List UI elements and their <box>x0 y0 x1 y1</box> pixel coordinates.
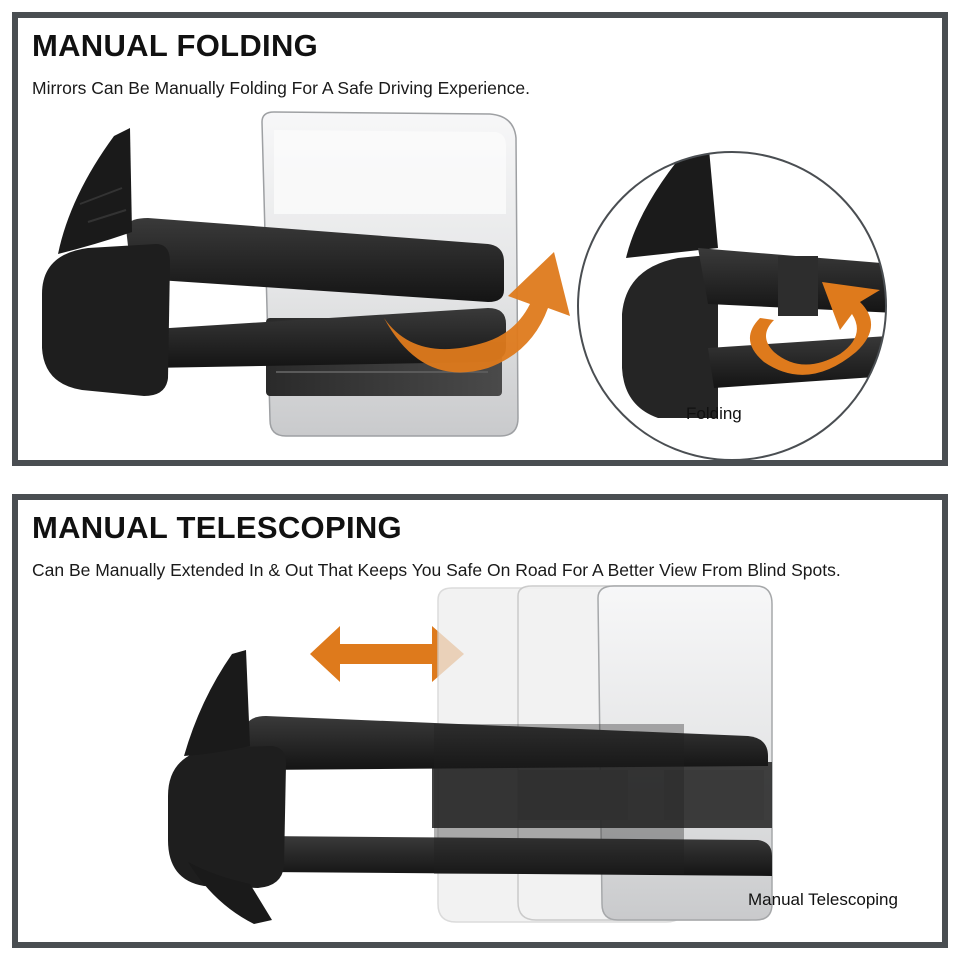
telescoping-mirror-image <box>168 585 773 924</box>
tow-mirror-image <box>42 111 519 437</box>
telescoping-illustration <box>168 585 773 924</box>
telescoping-description: Can Be Manually Extended In & Out That K… <box>32 560 841 580</box>
rotate-arrow-icon <box>749 282 880 375</box>
telescoping-double-arrow-icon <box>310 626 464 682</box>
folding-caption: Folding <box>686 404 742 423</box>
manual-telescoping-panel: MANUAL TELESCOPING Can Be Manually Exten… <box>12 494 948 948</box>
manual-folding-panel: MANUAL FOLDING Mirrors Can Be Manually F… <box>12 12 948 466</box>
folding-detail-callout <box>577 151 887 460</box>
folding-title: MANUAL FOLDING <box>32 28 319 63</box>
folding-description: Mirrors Can Be Manually Folding For A Sa… <box>32 78 530 98</box>
telescoping-title: MANUAL TELESCOPING <box>32 510 402 545</box>
fold-arrow-icon <box>384 252 570 373</box>
folding-illustration <box>42 111 887 460</box>
telescoping-caption: Manual Telescoping <box>748 890 898 909</box>
